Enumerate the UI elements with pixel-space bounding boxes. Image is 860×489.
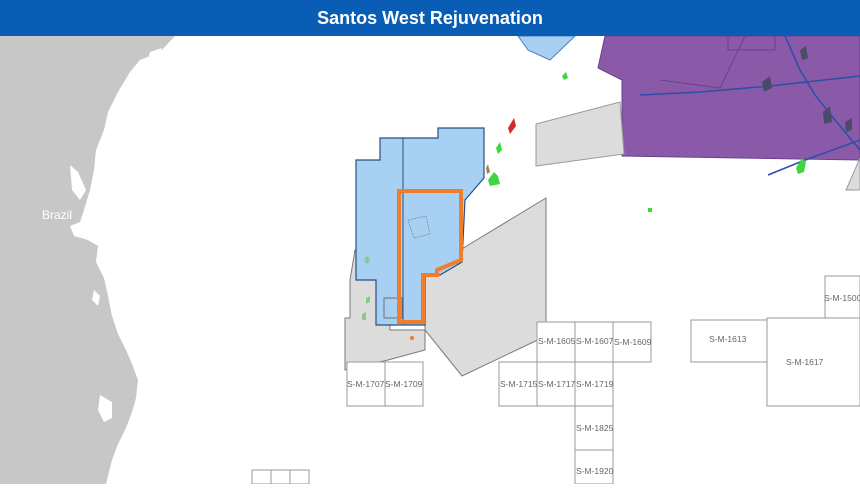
- grey-block: [535, 101, 625, 167]
- field-outline: [800, 46, 808, 60]
- country-label: Brazil: [42, 208, 72, 222]
- block-label: S-M-1605: [538, 336, 576, 346]
- grey-block: [845, 157, 860, 191]
- block-label: S-M-1607: [576, 336, 614, 346]
- block-small: [383, 297, 403, 319]
- purple-block: [597, 35, 860, 161]
- gas-field: [362, 312, 366, 320]
- gas-field: [496, 142, 502, 154]
- gas-field: [648, 208, 652, 212]
- block-label: S-M-1717: [538, 379, 576, 389]
- land-mass: [0, 36, 175, 484]
- field-outline: [407, 215, 431, 239]
- gas-field: [366, 296, 370, 304]
- block-label: S-M-1709: [385, 379, 423, 389]
- gas-field: [562, 72, 568, 80]
- blue-block-main: [355, 127, 485, 326]
- oil-field: [508, 118, 516, 134]
- block-label: S-M-1719: [576, 379, 614, 389]
- block-label: S-M-1609: [614, 337, 652, 347]
- block-label: S-M-1500: [824, 293, 860, 303]
- map-view[interactable]: Brazil: [0, 35, 860, 485]
- block-label: S-M-1613: [709, 334, 747, 344]
- block-label: S-M-1715: [500, 379, 538, 389]
- block-label: S-M-1617: [786, 357, 824, 367]
- coast-inlet: [148, 48, 162, 62]
- block-label: S-M-1920: [576, 466, 614, 476]
- coast-inlet: [92, 290, 100, 306]
- coast-inlet: [70, 165, 86, 200]
- blue-block-north: [517, 35, 577, 61]
- block-grid: [251, 275, 860, 485]
- field-outline: [845, 118, 852, 132]
- field-outline: [762, 76, 772, 92]
- gas-field: [364, 256, 370, 264]
- page-title: Santos West Rejuvenation: [0, 0, 860, 36]
- highlight-outline: [397, 189, 463, 324]
- block-label: S-M-1707: [347, 379, 385, 389]
- map-canvas: Brazil: [0, 35, 860, 485]
- coast-inlet: [98, 395, 112, 422]
- purple-block-outline: [659, 35, 776, 89]
- field-outline: [823, 106, 832, 124]
- gas-field: [488, 172, 500, 186]
- field-outline: [486, 164, 490, 174]
- gas-field: [796, 158, 806, 174]
- highlight-marker: [410, 336, 414, 340]
- block-label: S-M-1825: [576, 423, 614, 433]
